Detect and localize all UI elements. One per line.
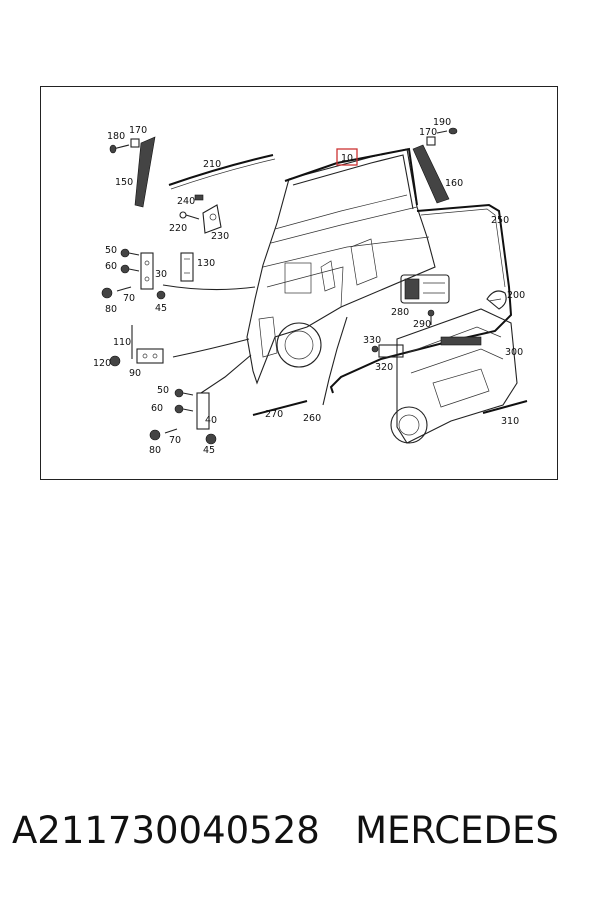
door-check-130 — [180, 252, 194, 282]
callout-190: 190 — [433, 117, 451, 128]
callout-260: 260 — [303, 413, 321, 424]
callout-45-upper: 45 — [155, 303, 167, 314]
door-seal-250 — [329, 203, 513, 394]
callout-110: 110 — [113, 337, 131, 348]
callout-280: 280 — [391, 307, 409, 318]
callout-230: 230 — [211, 231, 229, 242]
callout-70-lower: 70 — [169, 435, 181, 446]
pin-220-icon — [179, 211, 200, 220]
lower-hinge-group — [149, 388, 217, 445]
trim-panel-300 — [390, 308, 518, 444]
center-hinge-group — [109, 325, 164, 367]
molding-310 — [482, 400, 528, 414]
callout-70-upper: 70 — [123, 293, 135, 304]
speaker-200 — [486, 290, 507, 310]
door-exploded-view: 10 180 170 150 210 240 220 230 130 50 60… — [93, 117, 528, 456]
callout-50-upper: 50 — [105, 245, 117, 256]
callout-170-left: 170 — [129, 125, 147, 136]
callout-210: 210 — [203, 159, 221, 170]
screw-190-icon — [436, 127, 458, 135]
callout-50-lower: 50 — [157, 385, 169, 396]
callout-80-lower: 80 — [149, 445, 161, 456]
callout-10-box — [336, 148, 358, 166]
callout-30: 30 — [155, 269, 167, 280]
callout-270: 270 — [265, 409, 283, 420]
callout-330: 330 — [363, 335, 381, 346]
callout-170-right: 170 — [419, 127, 437, 138]
part-caption: A211730040528 MERCEDES — [12, 806, 592, 856]
callout-150: 150 — [115, 177, 133, 188]
pillar-trim-150 — [134, 136, 156, 208]
upper-hinge-group — [101, 248, 166, 300]
callout-130: 130 — [197, 258, 215, 269]
callout-40: 40 — [205, 415, 217, 426]
callout-180: 180 — [107, 131, 125, 142]
inner-handle-320 — [371, 344, 404, 358]
callout-80-upper: 80 — [105, 304, 117, 315]
callout-290: 290 — [413, 319, 431, 330]
callout-10: 10 — [341, 153, 353, 164]
screw-180-icon — [109, 144, 130, 154]
callout-240: 240 — [177, 196, 195, 207]
door-shell-10 — [246, 148, 436, 385]
callout-220: 220 — [169, 223, 187, 234]
seal-270 — [252, 400, 308, 416]
clip-170-icon — [130, 138, 140, 148]
callout-310: 310 — [501, 416, 519, 427]
callout-45-lower: 45 — [203, 445, 215, 456]
callout-60-upper: 60 — [105, 261, 117, 272]
callout-300: 300 — [505, 347, 523, 358]
bracket-230 — [202, 204, 222, 234]
regulator-motor-280 — [400, 274, 450, 304]
belt-molding-210 — [168, 154, 274, 186]
callout-200: 200 — [507, 290, 525, 301]
parts-diagram: 10 180 170 150 210 240 220 230 130 50 60… — [40, 86, 558, 480]
callout-120: 120 — [93, 358, 111, 369]
brand-name: MERCEDES — [355, 809, 559, 852]
channel-160 — [412, 144, 450, 204]
clip-240-icon — [194, 194, 204, 201]
part-number: A211730040528 — [12, 809, 320, 852]
seal-260 — [322, 316, 348, 406]
callout-250: 250 — [491, 215, 509, 226]
screw-290-icon — [427, 309, 435, 325]
callout-90: 90 — [129, 368, 141, 379]
callout-320: 320 — [375, 362, 393, 373]
callout-160: 160 — [445, 178, 463, 189]
callout-60-lower: 60 — [151, 403, 163, 414]
clip-170-right-icon — [426, 136, 436, 146]
